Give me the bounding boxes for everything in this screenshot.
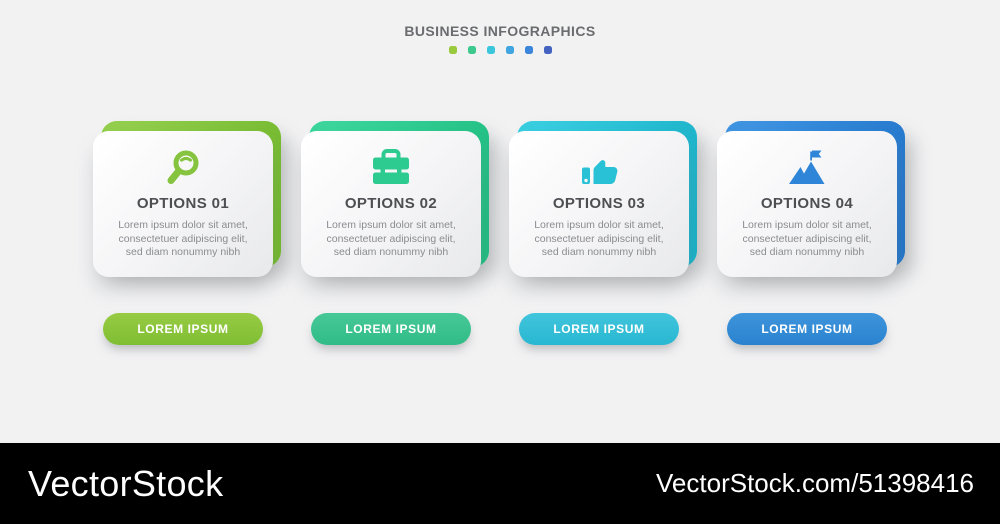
- body-line: sed diam nonummy nibh: [333, 246, 449, 258]
- option-card-2: OPTIONS 02 Lorem ipsum dolor sit amet, c…: [301, 121, 489, 277]
- search-icon: [161, 144, 205, 191]
- lorem-ipsum-button-4[interactable]: LOREM IPSUM: [727, 313, 887, 345]
- body-line: consectetuer adipiscing elit,: [326, 232, 456, 245]
- card-title: OPTIONS 04: [760, 195, 854, 212]
- body-line: Lorem ipsum dolor sit amet,: [742, 219, 872, 231]
- palette-dot: [505, 46, 514, 54]
- palette-dot: [486, 46, 495, 54]
- card-title: OPTIONS 01: [136, 195, 230, 212]
- card-title: OPTIONS 03: [552, 195, 646, 212]
- palette-dots: [0, 46, 1000, 54]
- body-line: sed diam nonummy nibh: [749, 246, 865, 258]
- palette-dot: [448, 46, 457, 54]
- option-card-1: OPTIONS 01 Lorem ipsum dolor sit amet, c…: [93, 121, 281, 277]
- lorem-ipsum-button-1[interactable]: LOREM IPSUM: [103, 313, 263, 345]
- body-line: Lorem ipsum dolor sit amet,: [326, 219, 456, 231]
- card-panel: OPTIONS 01 Lorem ipsum dolor sit amet, c…: [93, 131, 273, 277]
- options-cards-row: OPTIONS 01 Lorem ipsum dolor sit amet, c…: [93, 121, 905, 277]
- option-card-4: OPTIONS 04 Lorem ipsum dolor sit amet, c…: [717, 121, 905, 277]
- card-body-text: Lorem ipsum dolor sit amet, consectetuer…: [326, 219, 456, 260]
- briefcase-icon: [369, 144, 413, 191]
- body-line: consectetuer adipiscing elit,: [118, 232, 248, 245]
- thumbs-up-icon: [577, 144, 621, 191]
- header: BUSINESS INFOGRAPHICS: [0, 23, 1000, 54]
- palette-dot: [524, 46, 533, 54]
- pill-column: LOREM IPSUM: [93, 313, 273, 345]
- card-title: OPTIONS 02: [344, 195, 438, 212]
- body-line: sed diam nonummy nibh: [125, 246, 241, 258]
- lorem-ipsum-button-2[interactable]: LOREM IPSUM: [311, 313, 471, 345]
- vectorstock-credit-url: VectorStock.com/51398416: [656, 468, 974, 498]
- card-panel: OPTIONS 03 Lorem ipsum dolor sit amet, c…: [509, 131, 689, 277]
- card-body-text: Lorem ipsum dolor sit amet, consectetuer…: [118, 219, 248, 260]
- pill-column: LOREM IPSUM: [717, 313, 897, 345]
- body-line: Lorem ipsum dolor sit amet,: [534, 219, 664, 231]
- body-line: sed diam nonummy nibh: [541, 246, 657, 258]
- lorem-ipsum-button-3[interactable]: LOREM IPSUM: [519, 313, 679, 345]
- card-panel: OPTIONS 04 Lorem ipsum dolor sit amet, c…: [717, 131, 897, 277]
- watermark-bar: VectorStock VectorStock.com/51398416: [0, 443, 1000, 524]
- card-body-text: Lorem ipsum dolor sit amet, consectetuer…: [534, 219, 664, 260]
- palette-dot: [467, 46, 476, 54]
- body-line: Lorem ipsum dolor sit amet,: [118, 219, 248, 231]
- pill-column: LOREM IPSUM: [301, 313, 481, 345]
- body-line: consectetuer adipiscing elit,: [742, 232, 872, 245]
- card-body-text: Lorem ipsum dolor sit amet, consectetuer…: [742, 219, 872, 260]
- mountain-flag-icon: [785, 144, 829, 191]
- pill-column: LOREM IPSUM: [509, 313, 689, 345]
- page-title: BUSINESS INFOGRAPHICS: [404, 23, 596, 39]
- vectorstock-logo: VectorStock: [28, 462, 224, 504]
- option-card-3: OPTIONS 03 Lorem ipsum dolor sit amet, c…: [509, 121, 697, 277]
- body-line: consectetuer adipiscing elit,: [534, 232, 664, 245]
- lorem-buttons-row: LOREM IPSUM LOREM IPSUM LOREM IPSUM LORE…: [93, 313, 897, 345]
- palette-dot: [543, 46, 552, 54]
- card-panel: OPTIONS 02 Lorem ipsum dolor sit amet, c…: [301, 131, 481, 277]
